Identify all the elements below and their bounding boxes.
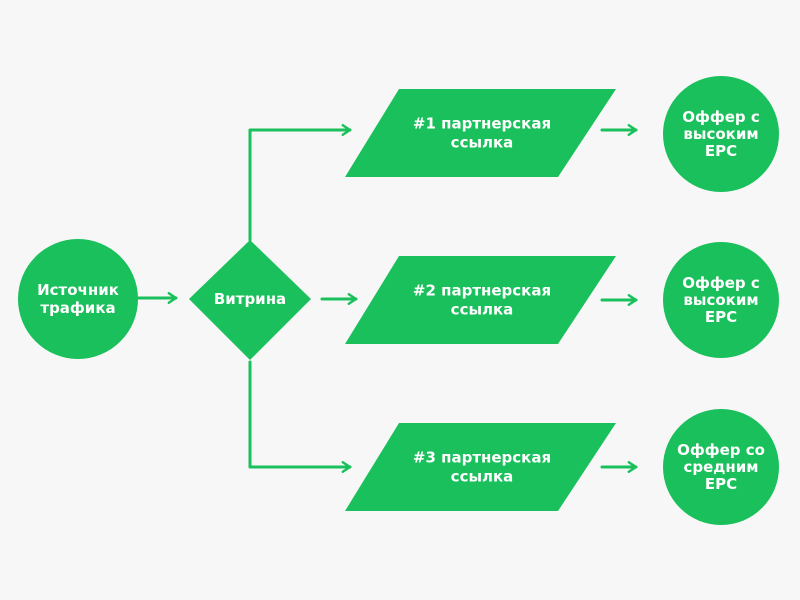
label-line: EPC: [705, 308, 737, 326]
label-line: EPC: [705, 475, 737, 493]
partner-link-shape-2: [345, 256, 616, 344]
partner-link-shape-1: [345, 89, 616, 177]
label-line: высоким: [683, 125, 758, 143]
label-line: #3 партнерская: [413, 449, 551, 467]
label-line: #2 партнерская: [413, 282, 551, 300]
label-line: ссылка: [451, 301, 514, 319]
showcase-diamond: [189, 240, 311, 360]
label-line: Витрина: [214, 290, 286, 308]
arrow-showcase-to-link-1: [248, 124, 352, 242]
traffic-source-circle: [18, 239, 138, 359]
label-line: Источник: [37, 281, 119, 299]
label-line: средним: [683, 458, 758, 476]
partner-link-shape-3: [345, 423, 616, 511]
label-line: Оффер с: [682, 274, 760, 292]
label-line: #1 партнерская: [413, 115, 551, 133]
label-line: Оффер с: [682, 108, 760, 126]
offer-circle-3: [663, 409, 779, 525]
offer-circle-1: [663, 76, 779, 192]
offer-circle-2: [663, 242, 779, 358]
label-line: ссылка: [451, 468, 514, 486]
showcase-label: Витрина: [214, 290, 286, 308]
arrow-showcase-to-link-3: [248, 360, 352, 473]
label-line: Оффер со: [677, 441, 765, 459]
showcase-node: Витрина: [189, 240, 311, 360]
label-line: высоким: [683, 291, 758, 309]
label-line: EPC: [705, 142, 737, 160]
label-line: трафика: [40, 299, 115, 317]
label-line: ссылка: [451, 134, 514, 152]
